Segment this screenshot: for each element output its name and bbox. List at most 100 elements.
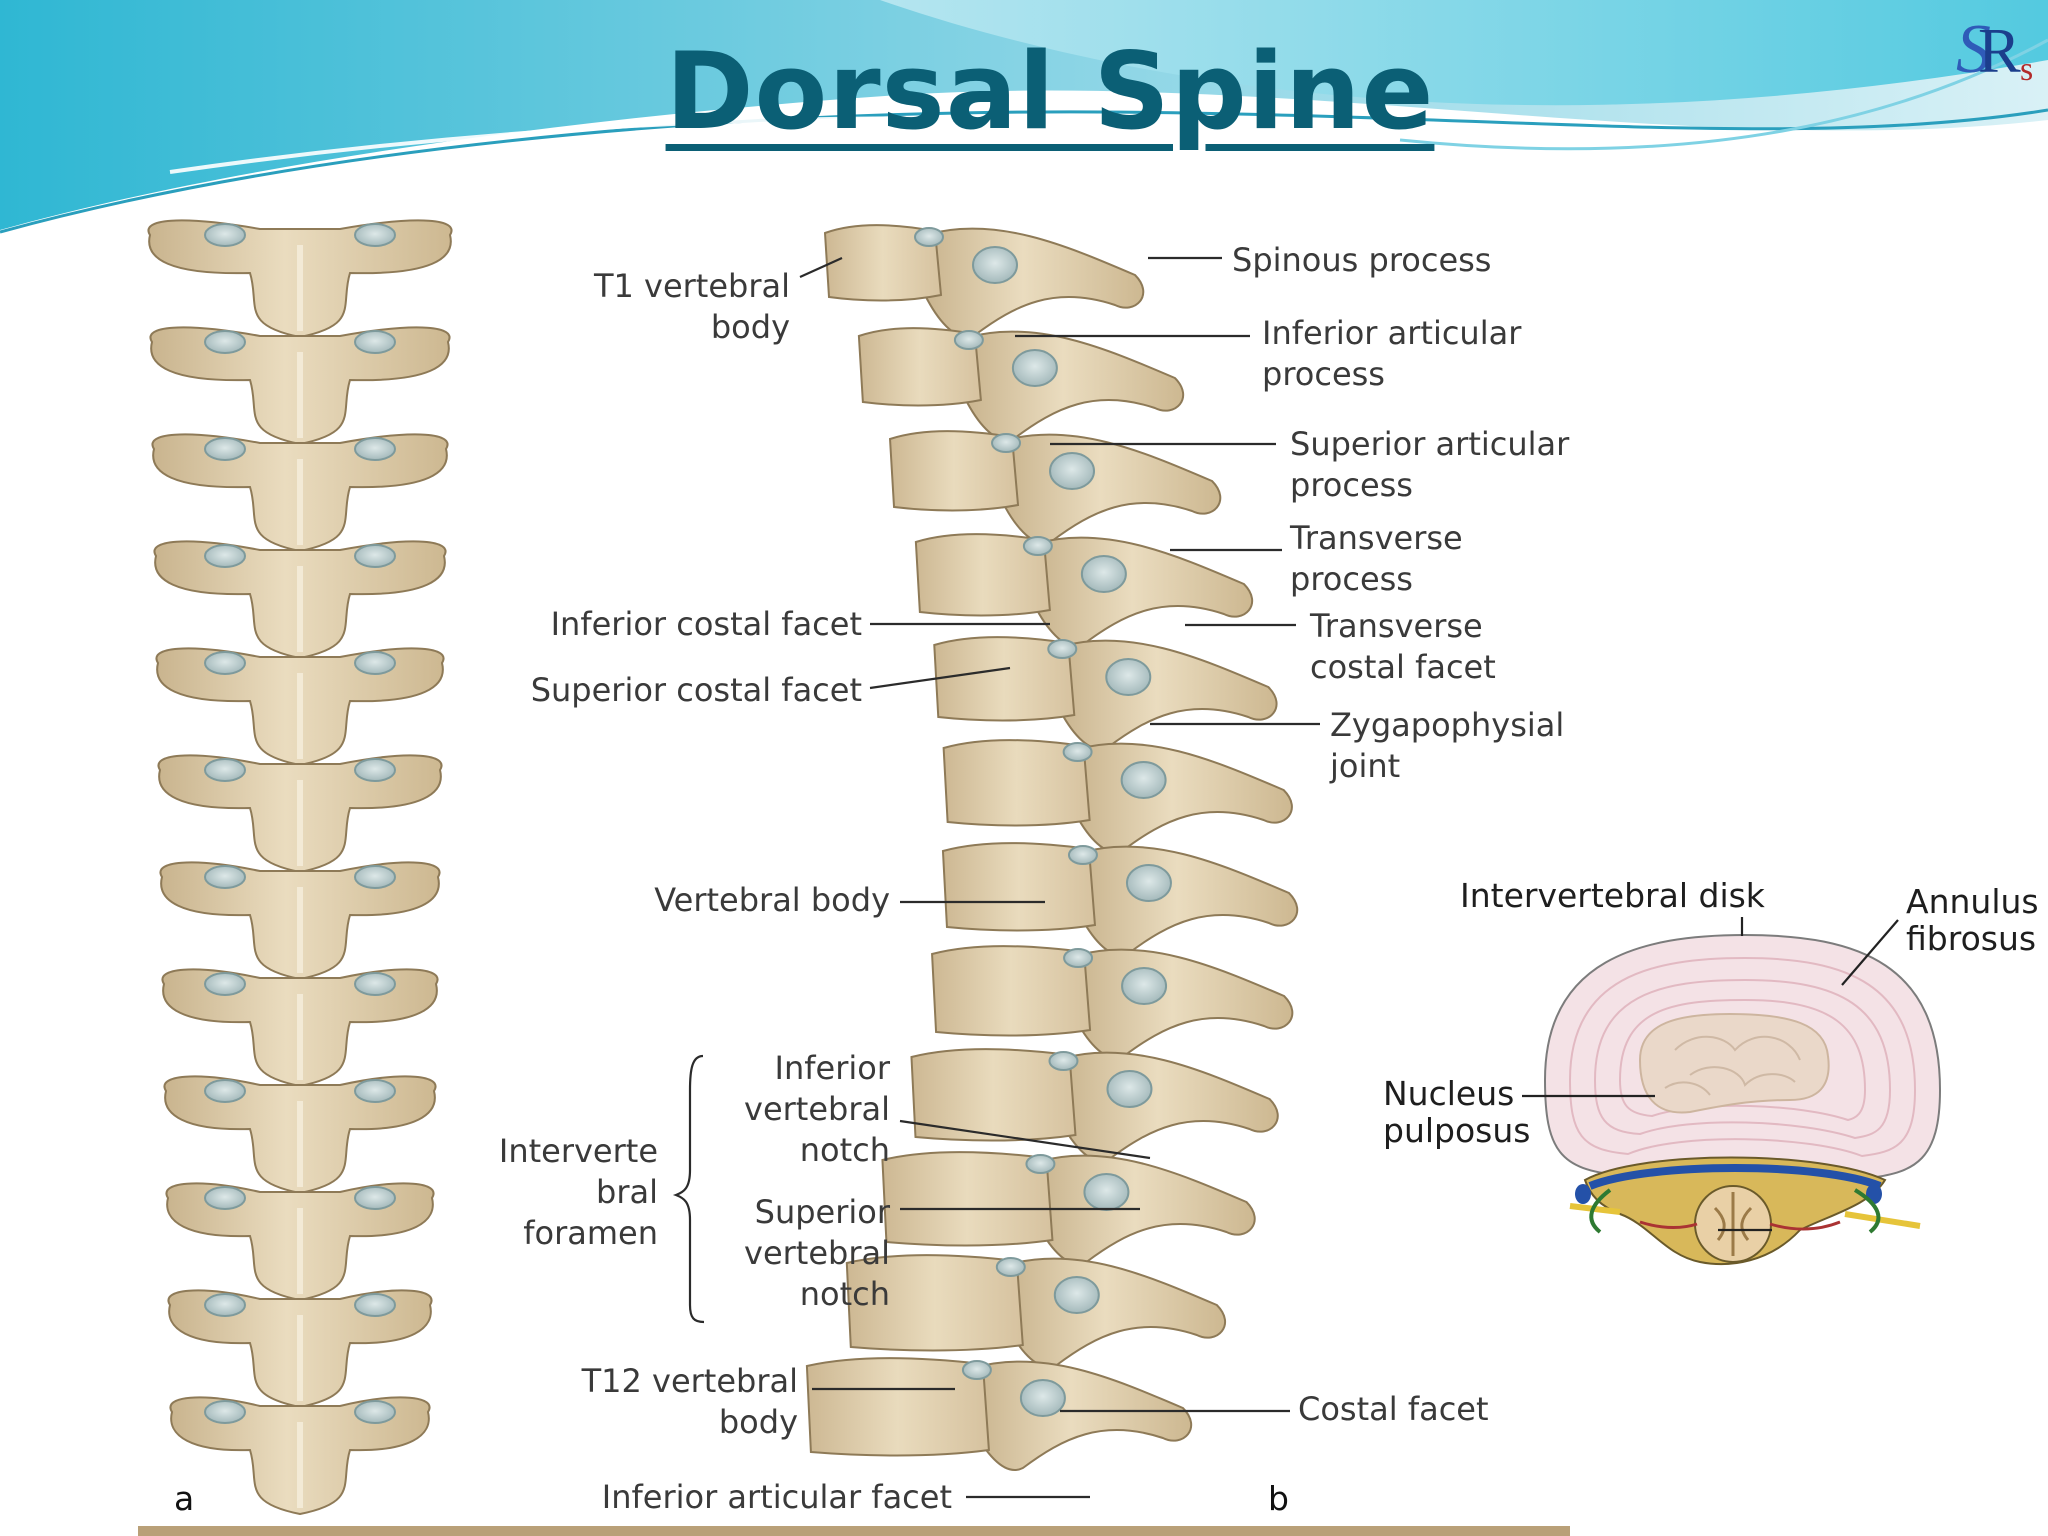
articular-facet bbox=[1053, 1276, 1100, 1314]
posterior-arch bbox=[1001, 433, 1222, 544]
articular-facet bbox=[354, 544, 396, 568]
articular-facet bbox=[354, 1079, 396, 1103]
costal-facet-shape bbox=[1048, 1051, 1079, 1071]
articular-facet bbox=[354, 972, 396, 996]
vertebral-body-shape bbox=[910, 1048, 1077, 1142]
articular-facet bbox=[1120, 761, 1167, 799]
articular-facet bbox=[204, 758, 246, 782]
costal-facet-shape bbox=[1047, 639, 1078, 659]
posterior-arch bbox=[971, 1360, 1193, 1471]
intervertebral-disk-figure bbox=[1522, 917, 1942, 1265]
vertebral-body-shape bbox=[941, 842, 1097, 932]
articular-facet bbox=[354, 865, 396, 889]
articular-facet bbox=[1011, 349, 1058, 387]
posterior-arch bbox=[1032, 536, 1254, 647]
articular-facet bbox=[354, 1293, 396, 1317]
articular-facet bbox=[1080, 555, 1127, 593]
articular-facet bbox=[1121, 967, 1168, 1005]
costal-facet-shape bbox=[914, 227, 944, 247]
vertebral-body-shape bbox=[942, 739, 1091, 827]
label-inferior-costal-facet: Inferior costal facet bbox=[550, 605, 862, 643]
vertebral-body-shape bbox=[888, 430, 1020, 512]
costal-facet-shape bbox=[1063, 948, 1094, 968]
articular-facet bbox=[204, 544, 246, 568]
vertebral-body-shape bbox=[805, 1357, 990, 1457]
posterior-arch bbox=[1058, 1051, 1279, 1162]
articular-facet bbox=[354, 437, 396, 461]
label-costal-facet: Costal facet bbox=[1298, 1390, 1489, 1428]
label-superior-costal-facet: Superior costal facet bbox=[530, 671, 862, 709]
posterior-arch bbox=[1057, 639, 1278, 750]
vertebral-body-shape bbox=[931, 945, 1092, 1037]
logo-icon: S R s bbox=[1956, 11, 2033, 88]
posterior-spine-view bbox=[147, 219, 453, 1516]
articular-facet bbox=[1106, 1070, 1153, 1108]
articular-facet bbox=[1105, 658, 1152, 696]
articular-facet bbox=[1125, 864, 1172, 902]
articular-facet bbox=[204, 437, 246, 461]
posterior-arch bbox=[963, 330, 1185, 441]
costal-facet-shape bbox=[1025, 1154, 1056, 1174]
costal-facet-shape bbox=[991, 433, 1022, 453]
articular-facet bbox=[354, 1186, 396, 1210]
svg-text:S: S bbox=[1956, 11, 1991, 88]
articular-facet bbox=[204, 330, 246, 354]
label-inferior-articular-facet: Inferior articular facet bbox=[601, 1478, 952, 1516]
articular-facet bbox=[1083, 1173, 1130, 1211]
vertebral-body-shape bbox=[933, 636, 1076, 722]
vertebral-body-shape bbox=[914, 533, 1051, 617]
panel-label-b: b bbox=[1268, 1479, 1289, 1518]
slide-title: Dorsal Spine bbox=[665, 30, 1435, 153]
costal-facet-shape bbox=[1067, 845, 1098, 865]
posterior-arch bbox=[1072, 742, 1293, 853]
panel-label-a: a bbox=[174, 1479, 195, 1518]
header-banner bbox=[0, 0, 2048, 234]
articular-facet bbox=[204, 1186, 246, 1210]
articular-facet bbox=[204, 865, 246, 889]
articular-facet bbox=[354, 1400, 396, 1424]
costal-facet-shape bbox=[953, 330, 984, 350]
label-spinous-process: Spinous process bbox=[1232, 241, 1492, 279]
posterior-arch bbox=[1005, 1257, 1226, 1368]
costal-facet-shape bbox=[961, 1360, 992, 1380]
articular-facet bbox=[354, 758, 396, 782]
articular-facet bbox=[354, 330, 396, 354]
lateral-spine-view bbox=[805, 224, 1299, 1471]
articular-facet bbox=[204, 1400, 246, 1424]
articular-facet bbox=[354, 651, 396, 675]
svg-text:R: R bbox=[1978, 15, 2021, 86]
vertebral-body-shape bbox=[881, 1151, 1054, 1247]
label-vertebral-body: Vertebral body bbox=[654, 881, 890, 919]
articular-facet bbox=[204, 651, 246, 675]
articular-facet bbox=[1019, 1379, 1066, 1417]
articular-facet bbox=[972, 246, 1018, 284]
posterior-arch bbox=[924, 227, 1145, 338]
articular-facet bbox=[1049, 452, 1096, 490]
costal-facet-shape bbox=[1062, 742, 1093, 762]
vertebral-body-shape bbox=[823, 224, 943, 302]
articular-facet bbox=[354, 223, 396, 247]
vertebral-body-shape bbox=[857, 327, 982, 407]
svg-text:s: s bbox=[2020, 51, 2033, 88]
leader-lines bbox=[672, 256, 1320, 1499]
articular-facet bbox=[204, 1293, 246, 1317]
articular-facet bbox=[204, 223, 246, 247]
posterior-arch bbox=[1077, 845, 1299, 956]
costal-facet-shape bbox=[995, 1257, 1026, 1277]
articular-facet bbox=[204, 1079, 246, 1103]
articular-facet bbox=[204, 972, 246, 996]
vertebral-body-shape bbox=[845, 1254, 1024, 1352]
label-intervertebral-disk: Intervertebral disk bbox=[1460, 876, 1765, 915]
